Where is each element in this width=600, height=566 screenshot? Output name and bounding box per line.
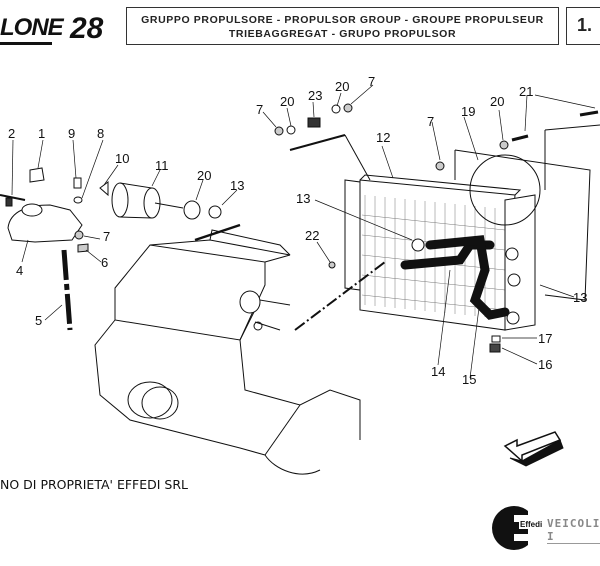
callout-9: 9 [68, 126, 75, 141]
bolt-9 [73, 177, 82, 189]
callout-8: 8 [97, 126, 104, 141]
nut-7 [74, 230, 84, 240]
wing-nut-10 [99, 181, 109, 197]
callout-2: 2 [8, 126, 15, 141]
callout-13: 13 [296, 191, 310, 206]
hose-routing-line [194, 223, 241, 242]
callout-11: 11 [155, 158, 169, 173]
callout-19: 19 [461, 104, 475, 119]
engine-block [94, 229, 361, 475]
callout-17: 17 [538, 331, 552, 346]
callout-22: 22 [305, 228, 319, 243]
hose-5 [61, 249, 73, 331]
expansion-tank [0, 167, 83, 243]
fan-shroud-19 [454, 124, 600, 301]
callout-7: 7 [103, 229, 110, 244]
callout-10: 10 [115, 151, 129, 166]
drain-16 [489, 343, 501, 353]
washer-8 [73, 196, 83, 204]
callout-1: 1 [38, 126, 45, 141]
callout-13: 13 [573, 290, 587, 305]
clamp-13 [411, 238, 425, 252]
clamp-6 [77, 243, 89, 253]
assembly-axis-line [294, 261, 386, 331]
callout-13: 13 [230, 178, 244, 193]
effedi-logo-icon [492, 506, 528, 550]
callout-20: 20 [490, 94, 504, 109]
filter-11 [111, 182, 222, 220]
logo-mark-text: Effedi [519, 520, 544, 529]
callout-12: 12 [376, 130, 390, 145]
callout-5: 5 [35, 313, 42, 328]
callout-15: 15 [462, 372, 476, 387]
page-reference: 1. [566, 7, 600, 45]
callout-7: 7 [368, 74, 375, 89]
callout-7: 7 [256, 102, 263, 117]
callout-23: 23 [308, 88, 322, 103]
mount-23 [307, 117, 321, 128]
direction-arrow [503, 431, 562, 463]
callout-14: 14 [431, 364, 445, 379]
section-title-line2: TRIEBAGGREGAT - GRUPO PROPULSOR [228, 28, 457, 40]
plug-17 [491, 335, 501, 343]
callout-6: 6 [101, 255, 108, 270]
brand-logo: LONE [0, 14, 64, 41]
callout-20: 20 [335, 79, 349, 94]
hose-15 [425, 235, 510, 320]
logo-wordmark: VEICOLI I [547, 517, 600, 544]
section-title-line1: GRUPPO PROPULSORE - PROPULSOR GROUP - GR… [141, 14, 544, 26]
callout-20: 20 [197, 168, 211, 183]
copyright-notice: NO DI PROPRIETA' EFFEDI SRL [0, 477, 188, 492]
callout-7: 7 [427, 114, 434, 129]
brand-underline [0, 42, 52, 45]
model-number: 28 [70, 12, 104, 45]
sensor-22 [328, 261, 336, 269]
callout-4: 4 [16, 263, 23, 278]
callout-21: 21 [519, 84, 533, 99]
callout-16: 16 [538, 357, 552, 372]
callout-20: 20 [280, 94, 294, 109]
section-title: GRUPPO PROPULSORE - PROPULSOR GROUP - GR… [126, 7, 559, 45]
